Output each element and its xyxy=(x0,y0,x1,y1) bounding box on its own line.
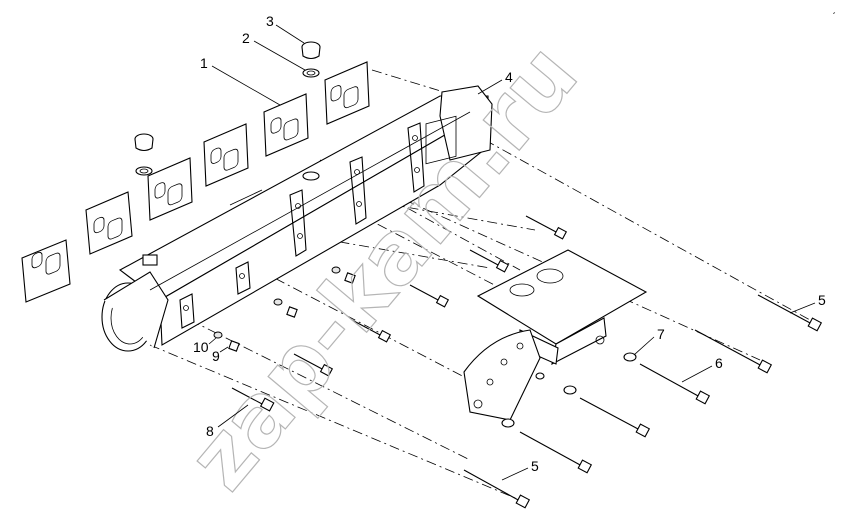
bolt xyxy=(469,249,510,273)
bolt xyxy=(519,431,593,474)
bolt xyxy=(757,294,823,332)
callout-5-bottom: 5 xyxy=(531,458,539,474)
callout-labels: 1 2 3 4 5 5 6 7 8 9 10 xyxy=(193,13,826,474)
bolt xyxy=(579,397,651,438)
bolt xyxy=(694,329,773,374)
gasket xyxy=(147,157,193,221)
bolt xyxy=(463,469,531,509)
gasket xyxy=(21,239,71,303)
corner-mark: ˏ xyxy=(832,3,836,15)
gasket xyxy=(203,123,249,187)
callout-8: 8 xyxy=(206,423,214,439)
gasket xyxy=(85,191,133,255)
long-bolts xyxy=(231,294,823,509)
callout-4: 4 xyxy=(505,69,513,85)
gasket xyxy=(263,93,309,157)
callout-7: 7 xyxy=(657,326,665,342)
bolt xyxy=(293,353,334,377)
washers xyxy=(501,352,637,428)
mounting-bracket xyxy=(463,249,648,421)
medium-bolts xyxy=(293,215,568,377)
small-fasteners xyxy=(213,266,356,352)
bolt xyxy=(639,363,711,405)
callout-2: 2 xyxy=(242,30,250,46)
callout-10: 10 xyxy=(193,339,209,355)
plug-and-washer xyxy=(134,133,154,176)
callout-6: 6 xyxy=(715,355,723,371)
callout-9: 9 xyxy=(212,348,220,364)
callout-3: 3 xyxy=(266,13,274,29)
plug-and-washer xyxy=(301,41,321,78)
gasket-group xyxy=(21,61,370,303)
exhaust-manifold xyxy=(101,85,493,352)
bolt xyxy=(525,215,568,240)
callout-1: 1 xyxy=(200,55,208,71)
callout-5-right: 5 xyxy=(818,292,826,308)
callout-leaders xyxy=(208,24,816,481)
bolt xyxy=(231,387,275,412)
gasket xyxy=(324,61,370,125)
bolt xyxy=(351,319,392,343)
bolt xyxy=(409,284,450,308)
